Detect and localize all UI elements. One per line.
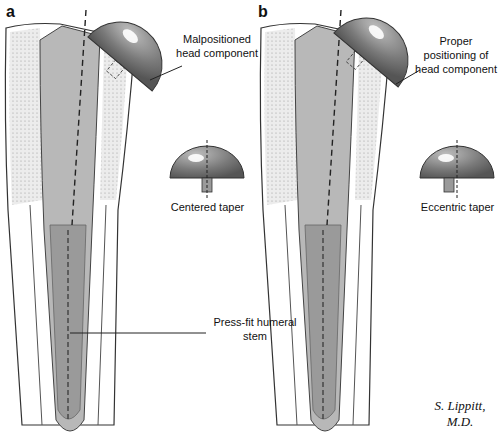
head-malpositioned (79, 5, 179, 102)
callout-label: Malpositioned head component (172, 32, 262, 60)
humerus-b (260, 10, 390, 431)
callout-label: Eccentric taper (415, 200, 500, 214)
callout-label: Proper positioning of head component (414, 34, 498, 76)
leader-line (150, 66, 182, 80)
callout-label: Centered taper (165, 200, 250, 214)
signature: S. Lippitt, M.D. (428, 398, 492, 430)
panel-letter: b (258, 2, 278, 22)
eccentric-taper-icon (420, 140, 494, 200)
humerus-a (5, 10, 135, 431)
panel-letter: a (6, 2, 26, 22)
head-proper (325, 1, 425, 98)
callout-label: Press-fit humeral stem (205, 315, 305, 343)
leader-line (70, 333, 206, 334)
centered-taper-icon (170, 140, 244, 200)
